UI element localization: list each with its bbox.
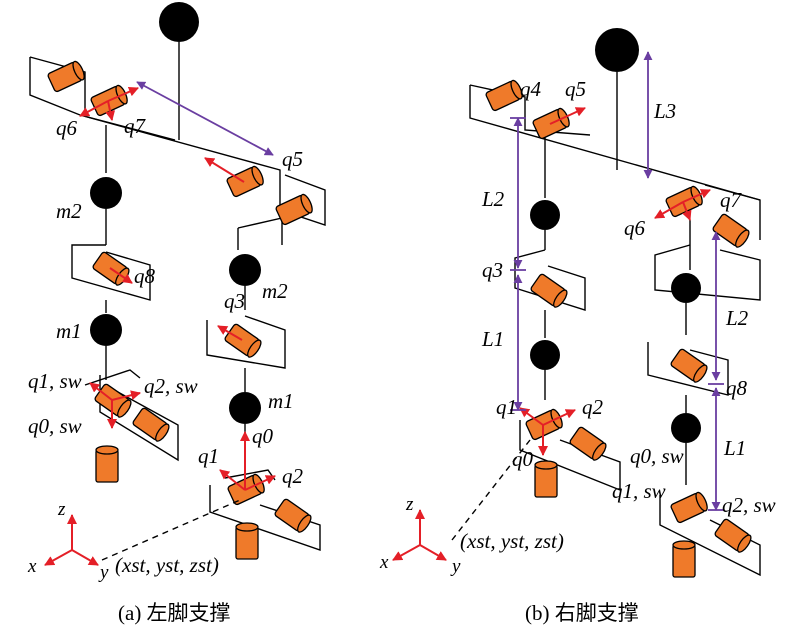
right-dimensions <box>510 51 724 511</box>
right-label-L3: L3 <box>653 99 676 123</box>
left-dim-line <box>136 81 274 156</box>
right-axis-y: y <box>450 556 461 577</box>
left-motors <box>47 60 313 560</box>
right-fig-mass-left-lower <box>530 340 560 370</box>
left-label-q1sw: q1, sw <box>28 369 82 393</box>
right-label-q4: q4 <box>520 77 542 101</box>
left-dashed-line <box>101 499 241 561</box>
left-red-arrows <box>79 86 276 491</box>
right-label-q2: q2 <box>582 395 604 419</box>
right-label-q0sw: q0, sw <box>630 444 684 468</box>
left-fig-mass-m1-right <box>229 392 261 424</box>
right-label-L2-left: L2 <box>481 187 505 211</box>
left-label-q2: q2 <box>282 464 304 488</box>
right-red-arrows <box>519 107 711 456</box>
left-label-q5: q5 <box>282 147 303 171</box>
right-label-q0: q0 <box>512 447 534 471</box>
right-label-q1: q1 <box>496 395 517 419</box>
right-label-q5: q5 <box>565 77 586 101</box>
left-fig-mass-m2-left <box>90 177 122 209</box>
right-axis-z: z <box>405 494 414 515</box>
left-label-q8: q8 <box>134 264 156 288</box>
left-axis-x: x <box>27 556 37 577</box>
right-head-mass <box>595 28 639 72</box>
left-label-m2-left: m2 <box>56 199 82 223</box>
left-label-m2-right: m2 <box>262 279 288 303</box>
left-axis-origin: (xst, yst, zst) <box>115 553 219 577</box>
left-label-q3: q3 <box>224 289 245 313</box>
left-axis-z: z <box>57 499 66 520</box>
right-fig-mass-right-lower <box>671 413 701 443</box>
left-fig-mass-m2-right <box>229 254 261 286</box>
left-label-q0sw: q0, sw <box>28 414 82 438</box>
left-label-m1-left: m1 <box>56 319 82 343</box>
caption-right: (b) 右脚支撑 <box>525 601 639 625</box>
left-label-q7: q7 <box>124 114 147 138</box>
right-axes <box>392 509 447 561</box>
left-axis-y: y <box>98 562 109 583</box>
right-figure <box>469 28 761 577</box>
right-label-L1-left: L1 <box>481 327 504 351</box>
left-label-m1-right: m1 <box>268 389 294 413</box>
right-label-q8: q8 <box>726 376 748 400</box>
right-label-q7: q7 <box>720 188 743 212</box>
right-label-q6: q6 <box>624 216 646 240</box>
right-label-q3: q3 <box>482 258 503 282</box>
right-fig-mass-right-upper <box>671 273 701 303</box>
left-label-q0: q0 <box>252 424 274 448</box>
caption-left: (a) 左脚支撑 <box>118 601 231 625</box>
right-label-L1-right: L1 <box>723 436 746 460</box>
left-label-q1: q1 <box>198 444 219 468</box>
right-label-L2-right: L2 <box>725 306 749 330</box>
left-head-mass <box>159 2 199 42</box>
left-axes <box>44 514 99 566</box>
left-fig-mass-m1-left <box>90 314 122 346</box>
left-label-q6: q6 <box>56 116 78 140</box>
left-label-q2sw: q2, sw <box>144 374 198 398</box>
right-label-q1sw: q1, sw <box>612 479 666 503</box>
right-label-q2sw: q2, sw <box>722 493 776 517</box>
right-axis-origin: (xst, yst, zst) <box>460 529 564 553</box>
right-fig-mass-left-upper <box>530 200 560 230</box>
right-axis-x: x <box>379 552 389 573</box>
